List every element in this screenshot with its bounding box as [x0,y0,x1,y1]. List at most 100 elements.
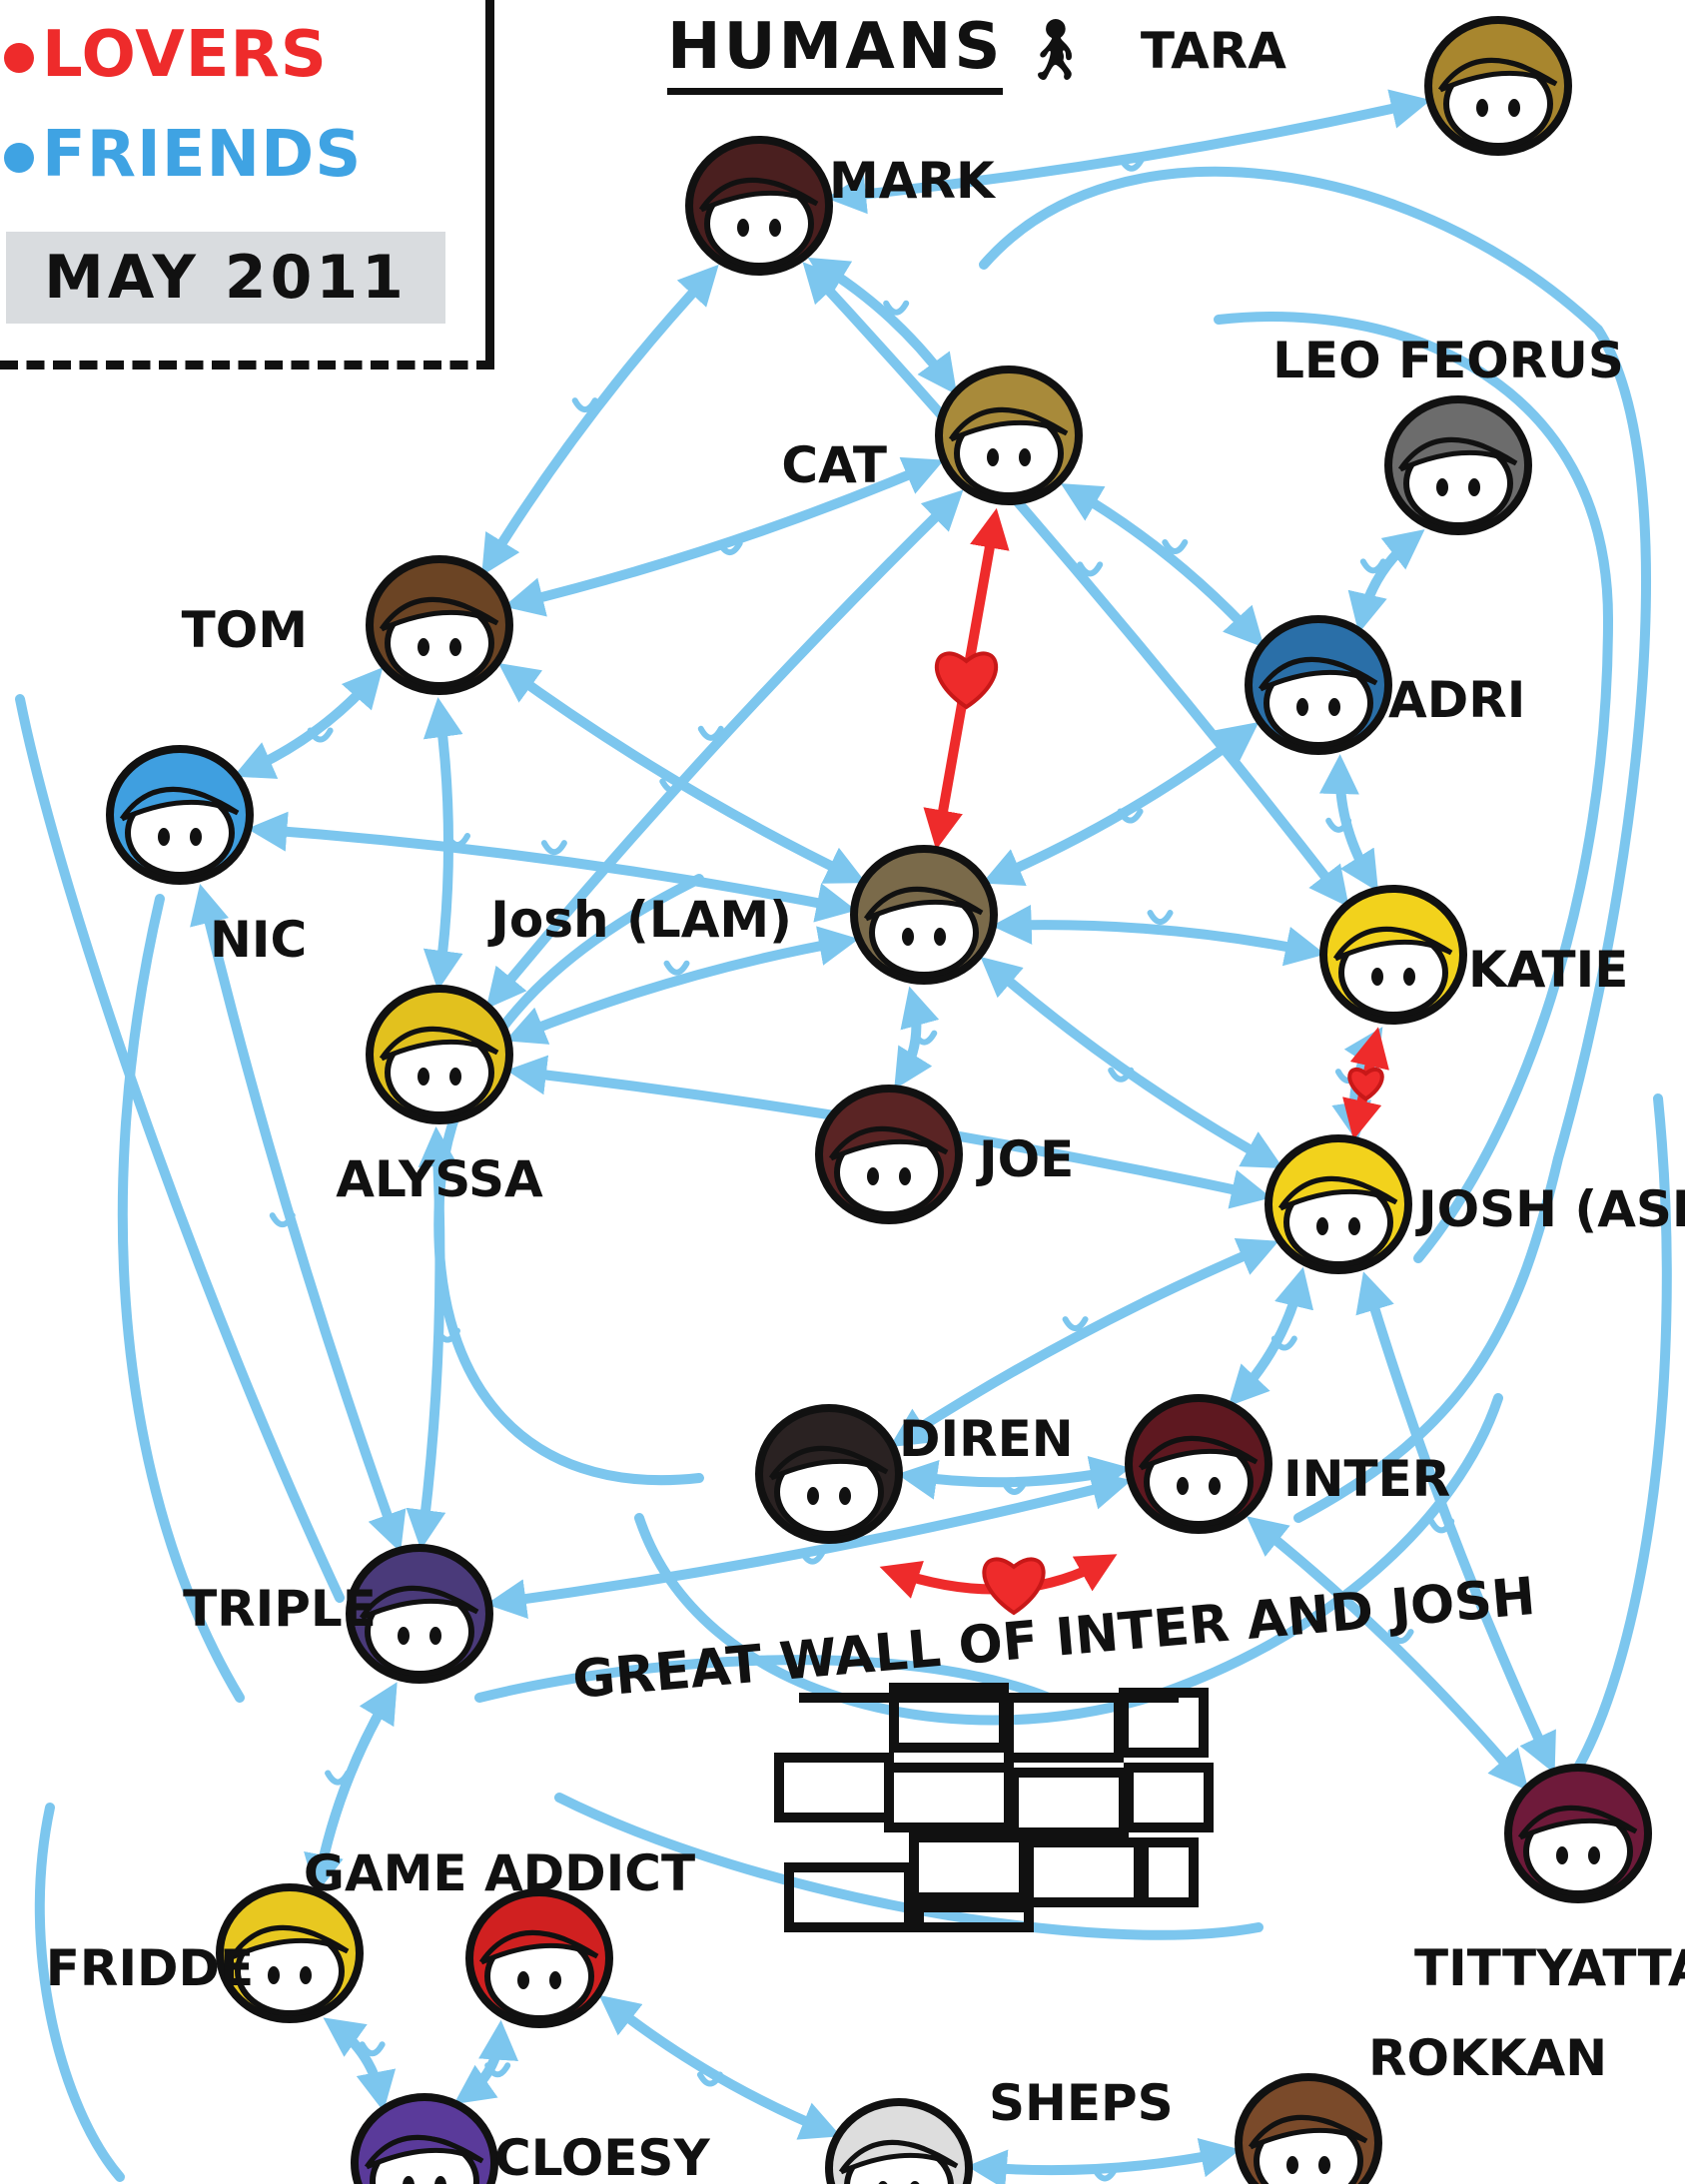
legend-date: MAY 2011 [6,232,445,324]
node-label-diren: DIREN [899,1410,1074,1468]
friend-smile-icon [1270,1335,1297,1351]
bangs-shape [1397,436,1518,472]
friend-smile-icon [1359,558,1386,574]
eye-shape [549,1971,561,1989]
node-label-rokkan: ROKKAN [1368,2029,1607,2087]
great-wall [774,1683,1214,1932]
eye-shape [449,638,461,656]
node-adri[interactable]: ADRI [1245,615,1525,755]
eye-shape [403,2176,415,2184]
node-label-tom: TOM [182,601,308,659]
friend-smile-icon [1325,817,1352,833]
node-fridde[interactable]: FRIDDE [46,1883,364,2023]
node-sheps[interactable]: SHEPS [825,2074,1174,2184]
friend-smile-icon [696,2071,723,2087]
node-alyssa[interactable]: ALYSSA [336,985,543,1208]
legend-box: LOVERS FRIENDS MAY 2011 [0,0,494,369]
bangs-shape [1277,1175,1398,1211]
eye-shape [1209,1477,1221,1495]
eye-shape [1588,1846,1600,1864]
friend-curve [1553,1093,1672,1803]
friend-edge-josha-diren [889,1237,1279,1448]
node-tom[interactable]: TOM [182,555,513,695]
eye-shape [158,828,170,846]
friend-smile-icon [444,833,470,848]
eye-shape [1371,968,1383,986]
eye-shape [1403,968,1415,986]
bangs-shape [1517,1805,1638,1840]
bangs-shape [948,406,1069,442]
node-tara[interactable]: TARA [1141,16,1572,156]
eye-shape [517,1971,529,1989]
node-label-cat: CAT [781,436,887,494]
eye-shape [300,1966,312,1984]
eye-shape [1556,1846,1568,1864]
eye-shape [1476,99,1488,117]
eye-shape [418,1068,429,1086]
eye-shape [1436,478,1448,496]
node-label-joe: JOE [976,1130,1074,1188]
friend-smile-icon [697,725,724,741]
node-triple[interactable]: TRIPLE [183,1544,493,1684]
eye-shape [934,928,946,946]
lovers-dot-icon [4,43,34,74]
node-label-adri: ADRI [1388,671,1525,729]
friend-smile-icon [484,2062,511,2078]
eye-shape [1468,478,1480,496]
node-nic[interactable]: NIC [106,745,307,969]
node-label-josha: JOSH (ASH) [1415,1180,1685,1238]
bangs-shape [1332,926,1453,962]
friend-edge-game-sheps [598,1994,842,2140]
eye-shape [910,2181,920,2184]
node-joshl[interactable]: Josh (LAM) [487,845,998,985]
friend-smile-icon [911,1030,938,1046]
friend-smile-icon [1118,156,1145,172]
friend-smile-icon [1428,1518,1455,1534]
friend-edge-diren-inter [897,1456,1131,1500]
friend-smile-icon [571,397,598,413]
bangs-shape [1258,656,1378,692]
node-label-tara: TARA [1141,22,1286,80]
node-mark[interactable]: MARK [685,136,997,276]
bangs-shape [1437,57,1558,93]
node-cloesy[interactable]: CLOESY [351,2093,710,2184]
node-josha[interactable]: JOSH (ASH) [1264,1134,1685,1274]
node-label-fridde: FRIDDE [46,1939,254,1997]
eye-shape [434,2176,446,2184]
eye-shape [839,1487,851,1505]
node-rokkan[interactable]: ROKKAN [1235,2029,1607,2184]
friend-smile-icon [540,840,567,856]
eye-shape [987,448,999,466]
node-inter[interactable]: INTER [1125,1394,1450,1534]
friend-edge-josha-tity [1355,1271,1556,1775]
bangs-shape [478,1929,599,1965]
diagram-title: HUMANS [667,10,1004,95]
node-label-inter: INTER [1283,1450,1450,1508]
friends-dot-icon [4,143,34,174]
friend-edge-triple-inter [485,1470,1133,1619]
bangs-shape [119,786,240,822]
node-game[interactable]: GAME ADDICT [304,1844,695,2028]
bangs-shape [838,2139,959,2175]
node-joe[interactable]: JOE [815,1085,1074,1224]
eye-shape [1508,99,1520,117]
friend-smile-icon [325,1770,352,1786]
friend-smile-icon [883,300,910,316]
node-leo[interactable]: LEO FEORUS [1272,332,1624,535]
node-katie[interactable]: KATIE [1319,885,1628,1025]
eye-shape [1296,698,1308,716]
stick-figure-icon: 🚶︎ [1017,15,1094,85]
friend-edge-tom-alyssa [422,697,463,991]
friend-edge-joshl-katie [991,904,1326,967]
node-label-tity: TITTYATTACK [1414,1939,1685,1997]
eye-shape [418,638,429,656]
eye-shape [878,2181,888,2184]
friend-smile-icon [799,1549,826,1565]
bangs-shape [768,1445,889,1481]
node-diren[interactable]: DIREN [755,1404,1074,1544]
node-tity[interactable]: TITTYATTACK [1414,1764,1685,1997]
node-cat[interactable]: CAT [781,365,1083,505]
node-label-katie: KATIE [1468,941,1628,999]
bangs-shape [698,177,819,213]
